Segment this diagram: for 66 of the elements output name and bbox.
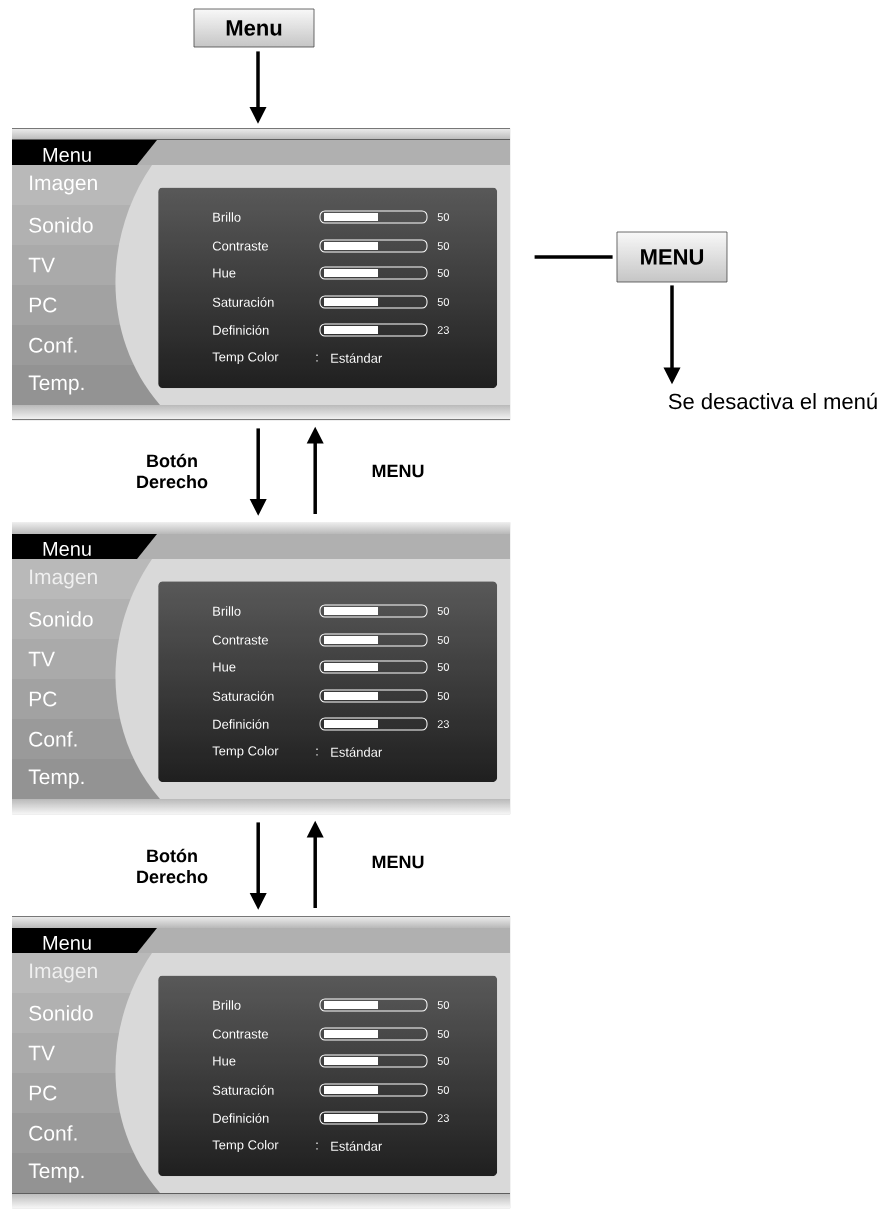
menu-item: Sonido — [29, 1005, 93, 1021]
menu-item: PC — [29, 691, 57, 707]
menu-item: Conf. — [29, 337, 77, 353]
separator-colon: : — [316, 354, 318, 362]
setting-label: Hue — [213, 662, 236, 672]
edge-label: MENU — [372, 855, 424, 869]
menu-item: Sonido — [29, 611, 93, 627]
setting-value: Estándar — [331, 353, 382, 363]
setting-label: Saturación — [212, 691, 274, 701]
setting-value: 50 — [437, 242, 449, 250]
menu-item: Temp. — [28, 1163, 84, 1183]
setting-label: Definición — [213, 325, 269, 335]
setting-label: Brillo — [213, 606, 241, 616]
setting-value: 23 — [437, 720, 449, 728]
setting-value: 23 — [437, 326, 449, 334]
setting-value: 50 — [437, 1086, 449, 1094]
menu-item: Conf. — [29, 1125, 77, 1141]
menu-item: TV — [28, 651, 55, 667]
result-text: Se desactiva el menú — [668, 392, 877, 410]
setting-label: Hue — [213, 1056, 236, 1066]
setting-label: Brillo — [213, 1000, 241, 1010]
setting-value: 50 — [437, 269, 449, 277]
edge-label: Botón Derecho — [137, 848, 208, 884]
menu-title: Menu — [43, 936, 91, 950]
setting-value: 50 — [437, 636, 449, 644]
menu-item: Temp. — [28, 769, 84, 789]
setting-value: 50 — [437, 1001, 449, 1009]
menu-button: Menu — [193, 8, 315, 48]
edge-label: MENU — [372, 464, 424, 478]
setting-label: Contraste — [212, 241, 268, 251]
setting-label: Definición — [213, 1113, 269, 1123]
setting-value: 50 — [437, 607, 449, 615]
setting-label: Brillo — [213, 212, 241, 222]
setting-value: 50 — [437, 1057, 449, 1065]
setting-value: 23 — [437, 1114, 449, 1122]
menu-title: Menu — [43, 542, 91, 556]
setting-value: 50 — [437, 663, 449, 671]
setting-value: Estándar — [331, 1141, 382, 1151]
setting-value: Estándar — [331, 747, 382, 757]
setting-label: Contraste — [212, 1029, 268, 1039]
menu-item: Temp. — [28, 375, 84, 395]
setting-label: Contraste — [212, 635, 268, 645]
setting-label: Temp Color — [212, 1139, 279, 1153]
menu-button: MENU — [616, 231, 728, 283]
separator-colon: : — [316, 1142, 318, 1150]
setting-label: Temp Color — [212, 351, 279, 365]
setting-label: Hue — [213, 268, 236, 278]
menu-title: Menu — [43, 148, 91, 162]
setting-label: Temp Color — [212, 745, 279, 759]
menu-item: TV — [28, 257, 55, 273]
setting-label: Saturación — [212, 297, 274, 307]
setting-value: 50 — [437, 1030, 449, 1038]
menu-item: Imagen — [30, 175, 97, 195]
menu-item: PC — [29, 1085, 57, 1101]
connector-line — [534, 255, 613, 259]
setting-value: 50 — [437, 692, 449, 700]
setting-label: Saturación — [212, 1085, 274, 1095]
menu-item: PC — [29, 297, 57, 313]
edge-label: Botón Derecho — [137, 453, 208, 489]
menu-item: Sonido — [29, 217, 93, 233]
menu-item: TV — [28, 1045, 55, 1061]
separator-colon: : — [316, 748, 318, 756]
menu-item: Conf. — [29, 731, 77, 747]
setting-value: 50 — [437, 298, 449, 306]
setting-label: Definición — [213, 719, 269, 729]
setting-value: 50 — [437, 213, 449, 221]
